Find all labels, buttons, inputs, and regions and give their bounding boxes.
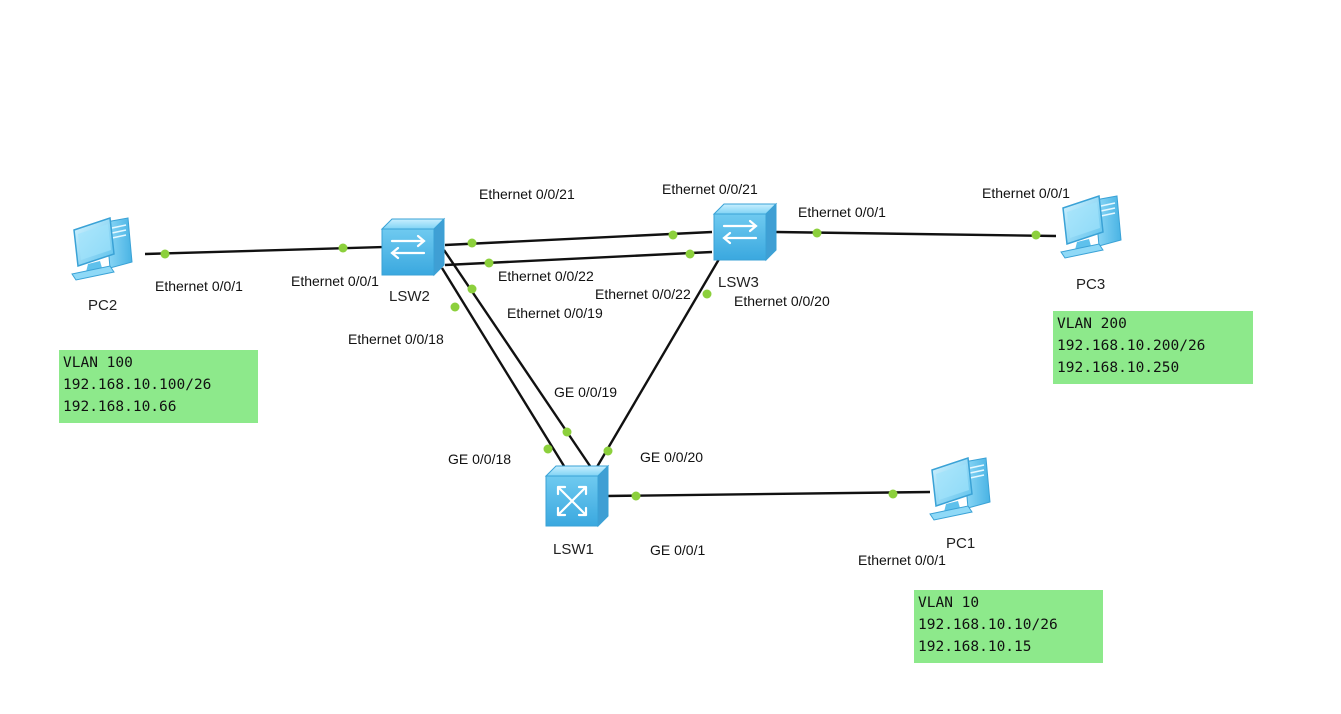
port-label-lsw3-e0020: Ethernet 0/0/20 [734, 293, 830, 309]
port-label-pc2-e001: Ethernet 0/0/1 [155, 278, 243, 294]
port-label-pc1-e001: Ethernet 0/0/1 [858, 552, 946, 568]
port-label-pc3-e001: Ethernet 0/0/1 [982, 185, 1070, 201]
port-label-lsw3-e0021: Ethernet 0/0/21 [662, 181, 758, 197]
port-dot [562, 427, 572, 437]
lsw2-switch-icon[interactable] [380, 217, 446, 277]
pc3-vlan: VLAN 200 [1057, 316, 1127, 332]
port-label-lsw3-e0022: Ethernet 0/0/22 [595, 286, 691, 302]
link-pc2-lsw2 [144, 245, 385, 256]
port-dot [685, 249, 695, 259]
port-dot [338, 243, 348, 253]
port-label-lsw2-e0019: Ethernet 0/0/19 [507, 305, 603, 321]
port-dots [160, 228, 1041, 501]
port-dot [631, 491, 641, 501]
pc3-label: PC3 [1076, 276, 1106, 293]
lsw3-label: LSW3 [718, 274, 759, 291]
port-dot [160, 249, 170, 259]
port-label-lsw2-e0018: Ethernet 0/0/18 [348, 331, 444, 347]
port-dot [668, 230, 678, 240]
lsw1-label: LSW1 [553, 541, 594, 558]
pc3-info-box: VLAN 200 192.168.10.200/26 192.168.10.25… [1053, 311, 1253, 384]
port-dot [1031, 230, 1041, 240]
port-label-lsw1-ge0018: GE 0/0/18 [448, 451, 512, 467]
port-dot [484, 258, 494, 268]
port-label-lsw1-ge0020: GE 0/0/20 [640, 449, 704, 465]
port-label-lsw2-e0021: Ethernet 0/0/21 [479, 186, 575, 202]
port-dot [812, 228, 822, 238]
port-label-lsw1-ge001: GE 0/0/1 [650, 542, 706, 558]
port-dot [467, 238, 477, 248]
port-label-lsw3-e001: Ethernet 0/0/1 [798, 204, 886, 220]
lsw3-switch-icon[interactable] [712, 202, 778, 262]
port-label-lsw2-e0022: Ethernet 0/0/22 [498, 268, 594, 284]
link-lsw2-lsw3-e21 [444, 230, 713, 247]
pc1-info-box: VLAN 10 192.168.10.10/26 192.168.10.15 [914, 590, 1103, 663]
port-label-lsw1-ge0019: GE 0/0/19 [554, 384, 618, 400]
port-dot [543, 444, 553, 454]
links [144, 230, 1057, 498]
pc3-ip: 192.168.10.200/26 [1057, 338, 1206, 354]
pc1-gateway: 192.168.10.15 [918, 639, 1032, 655]
pc1-icon[interactable] [929, 457, 991, 521]
pc2-icon[interactable] [71, 217, 133, 281]
pc1-vlan: VLAN 10 [918, 595, 980, 611]
link-lsw1-pc1 [605, 490, 931, 498]
port-dot [702, 289, 712, 299]
port-dot [450, 302, 460, 312]
pc1-label: PC1 [946, 535, 976, 552]
link-lsw3-lsw1-e20 [592, 253, 724, 473]
port-label-lsw2-e001: Ethernet 0/0/1 [291, 273, 379, 289]
lsw2-label: LSW2 [389, 288, 430, 305]
lsw1-core-switch-icon[interactable] [544, 464, 610, 528]
port-dot [888, 489, 898, 499]
pc1-ip: 192.168.10.10/26 [918, 617, 1058, 633]
pc2-info-box: VLAN 100 192.168.10.100/26 192.168.10.66 [59, 350, 258, 423]
pc3-gateway: 192.168.10.250 [1057, 360, 1180, 376]
pc2-vlan: VLAN 100 [63, 355, 133, 371]
pc2-ip: 192.168.10.100/26 [63, 377, 212, 393]
pc3-icon[interactable] [1060, 195, 1122, 259]
link-lsw2-lsw1-e18 [440, 267, 566, 467]
port-dot [603, 446, 613, 456]
pc2-gateway: 192.168.10.66 [63, 399, 177, 415]
pc2-label: PC2 [88, 297, 118, 314]
link-lsw3-pc3 [775, 230, 1057, 238]
port-dot [467, 284, 477, 294]
